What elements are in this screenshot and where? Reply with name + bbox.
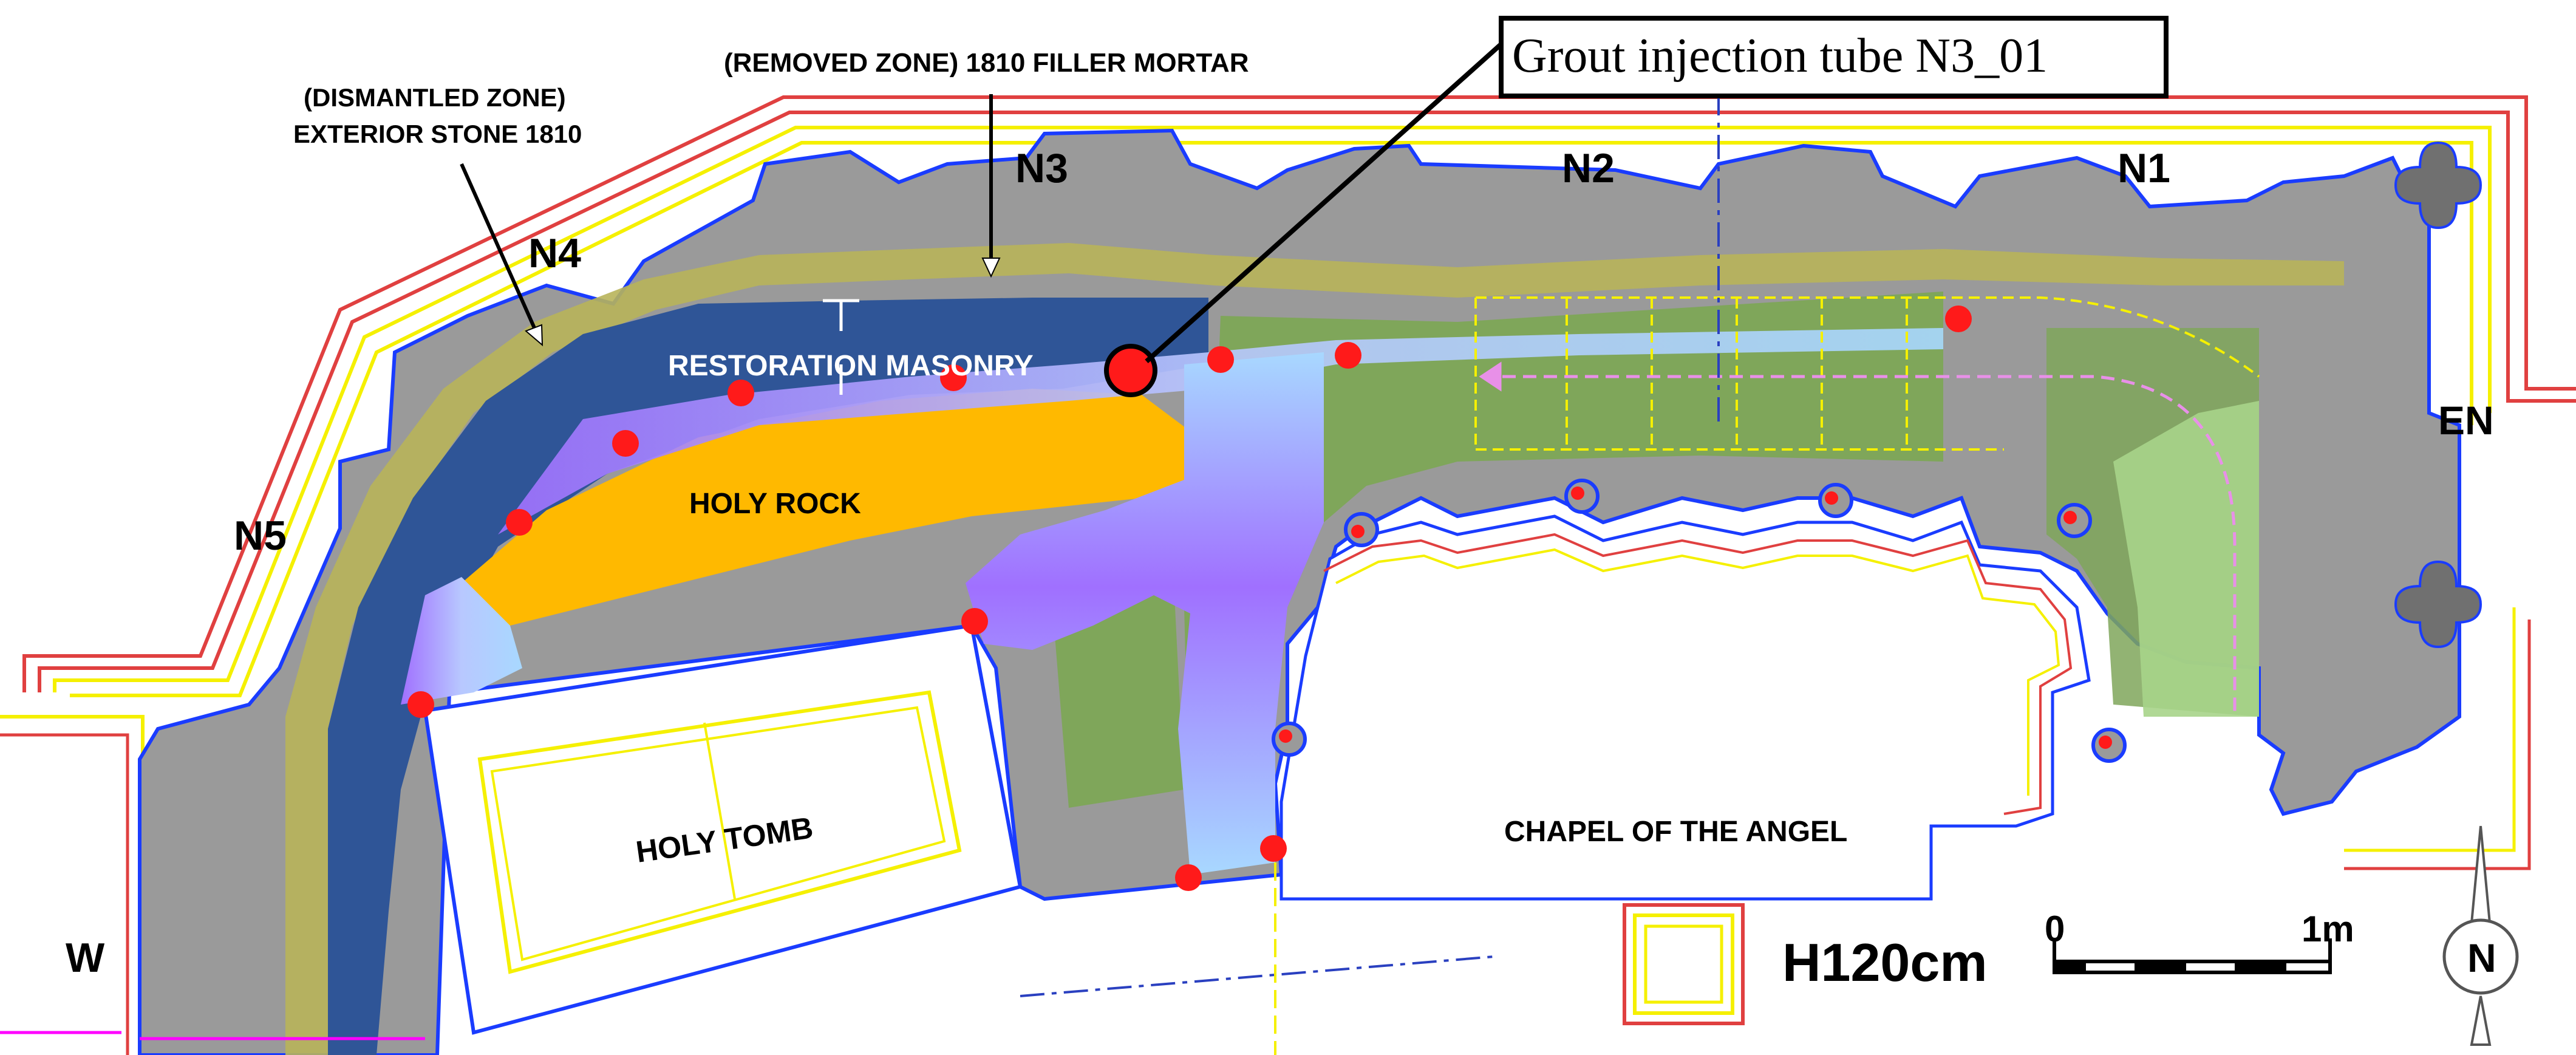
exterior-stone-label: EXTERIOR STONE 1810 [293,120,582,148]
injection-point-marker [2063,511,2077,524]
holy-rock [462,389,1190,626]
removed-zone-label: (REMOVED ZONE) 1810 FILLER MORTAR [724,48,1249,78]
leader-lines [460,41,1505,395]
restoration-masonry-label: RESTORATION MASONRY [668,350,1034,382]
injection-point-marker [407,691,434,718]
injection-point-marker [506,509,533,536]
injection-point-marker [2099,736,2112,749]
injection-point-marker [1207,346,1234,373]
callout-label: Grout injection tube N3_01 [1512,29,2048,83]
zone-n5: N5 [234,513,287,559]
injection-point-marker [1175,864,1202,891]
injection-point-marker [1351,525,1365,538]
holy-rock-label: HOLY ROCK [689,488,861,520]
chapel-label: CHAPEL OF THE ANGEL [1504,816,1847,848]
injection-point-marker [727,380,754,406]
injection-point-marker [961,608,988,635]
injection-point-marker [1945,306,1972,332]
zone-n2: N2 [1562,145,1615,191]
axis-lines [1020,91,1720,997]
overlay-dashed-lines [1474,296,2260,451]
injection-point-marker [612,430,639,457]
scale-start: 0 [2045,909,2065,949]
injection-point-marker [1825,491,1838,505]
zone-n4: N4 [528,230,581,276]
scale-end: 1m [2302,909,2354,949]
green-zone [1051,292,2259,850]
scale-bar [2053,938,2332,974]
dismantled-zone-label: (DISMANTLED ZONE) [304,83,566,112]
quatrefoil-column [2394,141,2482,649]
height-legend-icon [1623,903,1745,1025]
grout-injection-tube-n3-01 [1104,344,1157,397]
north-arrow-icon [2442,825,2519,1046]
stair-guide-lines [0,361,2237,1040]
zone-n1: N1 [2118,145,2170,191]
callout-box [1499,16,2169,98]
chapel-inner-wall [1279,514,2091,901]
zone-en: EN [2438,398,2494,443]
north-label: N [2467,935,2496,980]
injection-point-marker [1279,729,1292,743]
injection-point-marker [1571,487,1584,500]
height-label: H120cm [1782,932,1988,992]
injection-point-marker [940,364,967,391]
chapel-stepped-outline [1323,533,2073,815]
injection-points [407,306,2112,891]
holy-tomb [423,623,1023,1035]
zone-n3: N3 [1015,145,1068,191]
injection-point-marker [1335,342,1361,369]
injection-point-marker [1260,835,1287,862]
zone-w: W [66,935,105,981]
